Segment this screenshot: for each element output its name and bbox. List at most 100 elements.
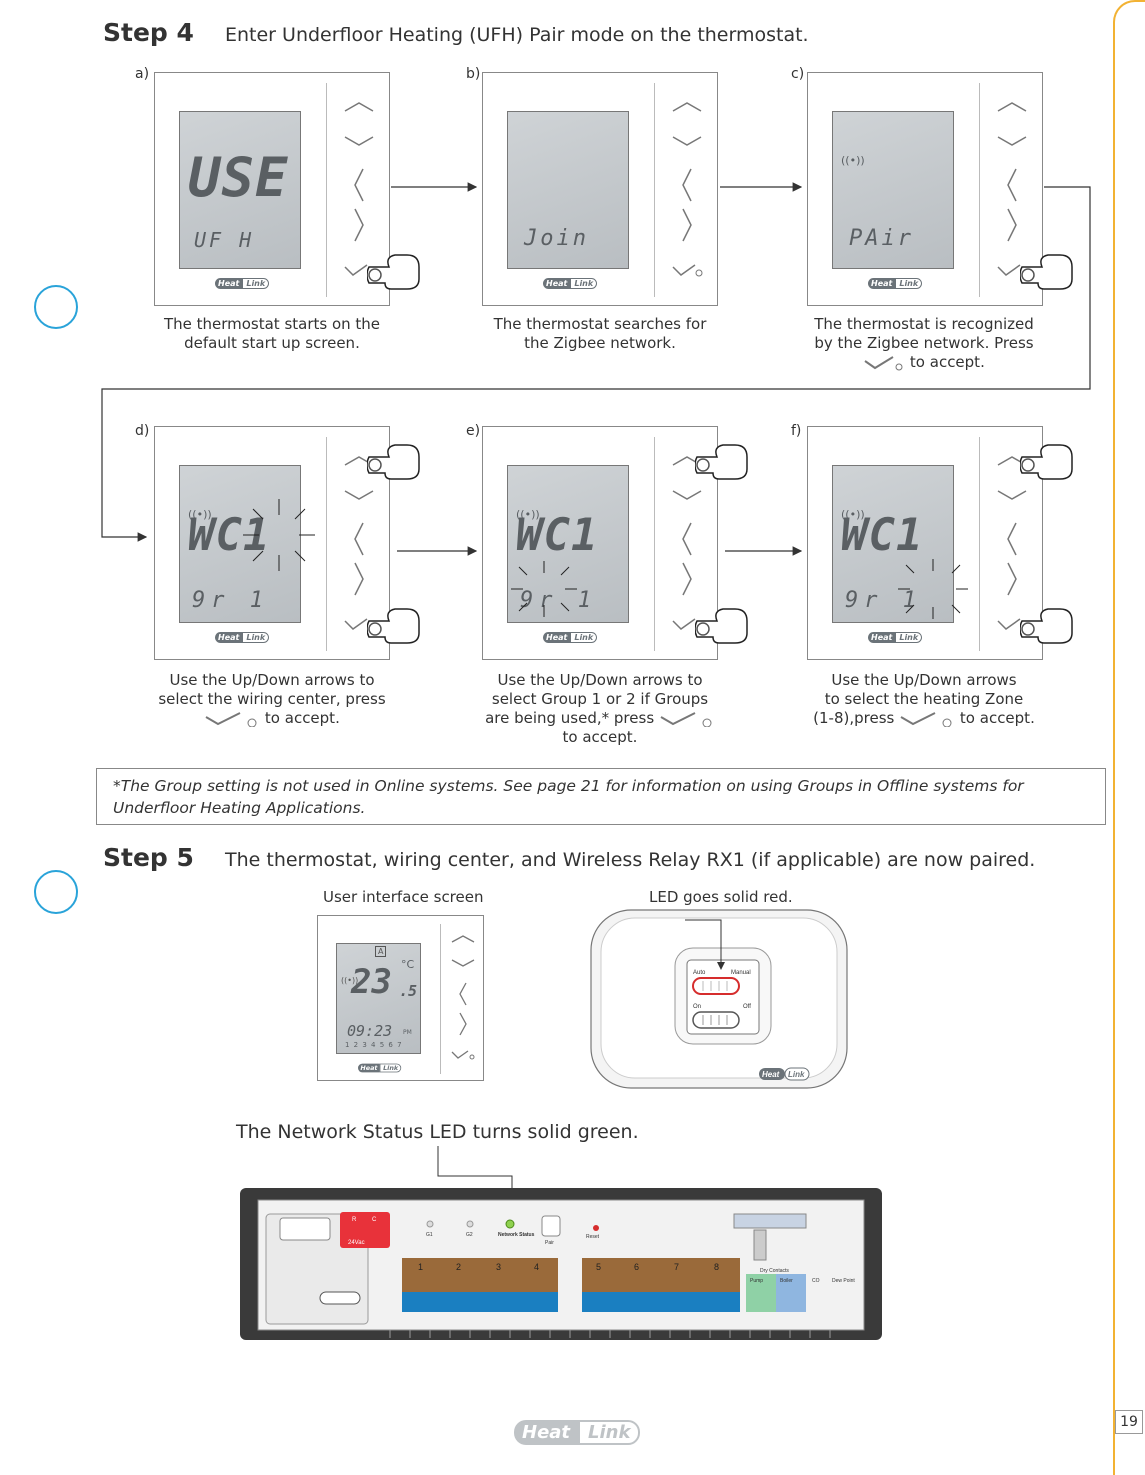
up-arrow-icon[interactable] xyxy=(992,95,1032,119)
pointing-hand-icon xyxy=(695,444,748,480)
down-arrow-icon[interactable] xyxy=(339,129,379,153)
lcd-status-text: Join xyxy=(524,226,589,251)
right-arrow-icon[interactable] xyxy=(992,559,1032,599)
clock-time: 09:23 xyxy=(347,1022,393,1040)
signal-icon: ((•)) xyxy=(841,154,865,167)
zone-label: 3 xyxy=(496,1262,501,1272)
group-setting-note: *The Group setting is not used in Online… xyxy=(96,768,1106,825)
zone-label: 7 xyxy=(674,1262,679,1272)
left-arrow-icon[interactable] xyxy=(339,165,379,205)
step5-text: The thermostat, wiring center, and Wirel… xyxy=(225,849,1036,871)
power-label: 24Vac xyxy=(348,1240,365,1246)
checkmark-icon[interactable] xyxy=(667,257,707,281)
on-label: On xyxy=(693,1004,701,1010)
signal-icon: ((•)) xyxy=(841,508,865,521)
blink-indicator xyxy=(243,499,315,571)
left-arrow-icon[interactable] xyxy=(992,519,1032,559)
down-arrow-icon[interactable] xyxy=(339,483,379,507)
down-arrow-icon[interactable] xyxy=(667,129,707,153)
lcd-screen: USE UF H xyxy=(179,111,301,269)
g2-label: G2 xyxy=(466,1232,473,1238)
step5-header: Step 5 The thermostat, wiring center, an… xyxy=(103,843,1035,872)
panel-d-label: d) xyxy=(135,423,150,439)
lcd-main-text: WC1 xyxy=(516,510,599,561)
down-arrow-icon[interactable] xyxy=(448,954,478,972)
step4-header: Step 4 Enter Underfloor Heating (UFH) Pa… xyxy=(103,18,809,47)
lcd-screen: ((•)) PAir xyxy=(832,111,954,269)
right-arrow-icon[interactable] xyxy=(339,205,379,245)
dew-point-label: Dew Point xyxy=(832,1278,855,1284)
wiring-center: R C 24Vac G1 G2 Network Status Pair Rese… xyxy=(240,1188,882,1340)
pointing-hand-icon xyxy=(367,254,420,290)
boiler-label: Boiler xyxy=(780,1278,793,1284)
lcd-screen: ((•)) WC1 9r 1 xyxy=(507,465,629,623)
mode-indicator: A xyxy=(375,946,387,957)
signal-icon: ((•)) xyxy=(341,976,359,985)
panel-e-label: e) xyxy=(466,423,481,439)
step5-label: Step 5 xyxy=(103,843,194,872)
left-arrow-icon[interactable] xyxy=(339,519,379,559)
r-label: R xyxy=(352,1217,357,1223)
wiring-center-title: The Network Status LED turns solid green… xyxy=(236,1121,639,1143)
zone-label: 8 xyxy=(714,1262,719,1272)
page-border xyxy=(1113,0,1145,1475)
up-arrow-icon[interactable] xyxy=(667,95,707,119)
zone-label: 5 xyxy=(596,1262,601,1272)
right-arrow-icon[interactable] xyxy=(992,205,1032,245)
relay-logo-part1: Heat xyxy=(762,1070,780,1079)
panel-c-label: c) xyxy=(791,66,805,82)
zone-label: 6 xyxy=(634,1262,639,1272)
pump-label: Pump xyxy=(750,1278,763,1284)
step4-text: Enter Underfloor Heating (UFH) Pair mode… xyxy=(225,24,809,46)
signal-icon: ((•)) xyxy=(188,508,212,521)
down-arrow-icon[interactable] xyxy=(667,483,707,507)
lcd-sub-text: 9r 1 xyxy=(845,588,922,613)
right-arrow-icon[interactable] xyxy=(448,1010,478,1038)
zone-label: 2 xyxy=(456,1262,461,1272)
left-arrow-icon[interactable] xyxy=(667,165,707,205)
lcd-main-text: WC1 xyxy=(841,510,924,561)
led-red-indicator xyxy=(692,977,740,995)
left-arrow-icon[interactable] xyxy=(448,980,478,1008)
left-arrow-icon[interactable] xyxy=(667,519,707,559)
page-number: 19 xyxy=(1115,1410,1143,1434)
checkmark-icon xyxy=(660,711,712,727)
lcd-screen: ((•)) WC1 9r 1 xyxy=(832,465,954,623)
checkmark-icon[interactable] xyxy=(448,1046,478,1064)
g1-label: G1 xyxy=(426,1232,433,1238)
day-indicators: 1 2 3 4 5 6 7 xyxy=(345,1041,403,1049)
pointing-hand-icon xyxy=(1020,608,1073,644)
down-arrow-icon[interactable] xyxy=(992,129,1032,153)
thermostat-paired: A ((•)) 23 °C .5 09:23 PM 1 2 3 4 5 6 7 … xyxy=(317,915,484,1081)
down-arrow-icon[interactable] xyxy=(992,483,1032,507)
right-arrow-icon[interactable] xyxy=(667,559,707,599)
pointing-hand-icon xyxy=(367,444,420,480)
right-arrow-icon[interactable] xyxy=(667,205,707,245)
pointing-hand-icon xyxy=(1020,444,1073,480)
pair-button[interactable] xyxy=(541,1215,561,1237)
right-arrow-icon[interactable] xyxy=(339,559,379,599)
checkmark-icon xyxy=(205,711,257,727)
network-status-led xyxy=(505,1219,515,1229)
left-arrow-icon[interactable] xyxy=(992,165,1032,205)
zone-label: 1 xyxy=(418,1262,423,1272)
up-arrow-icon[interactable] xyxy=(448,930,478,948)
panel-f-label: f) xyxy=(791,423,802,439)
on-off-switch[interactable] xyxy=(692,1011,740,1029)
up-arrow-icon[interactable] xyxy=(339,95,379,119)
reset-label: Reset xyxy=(586,1234,600,1240)
